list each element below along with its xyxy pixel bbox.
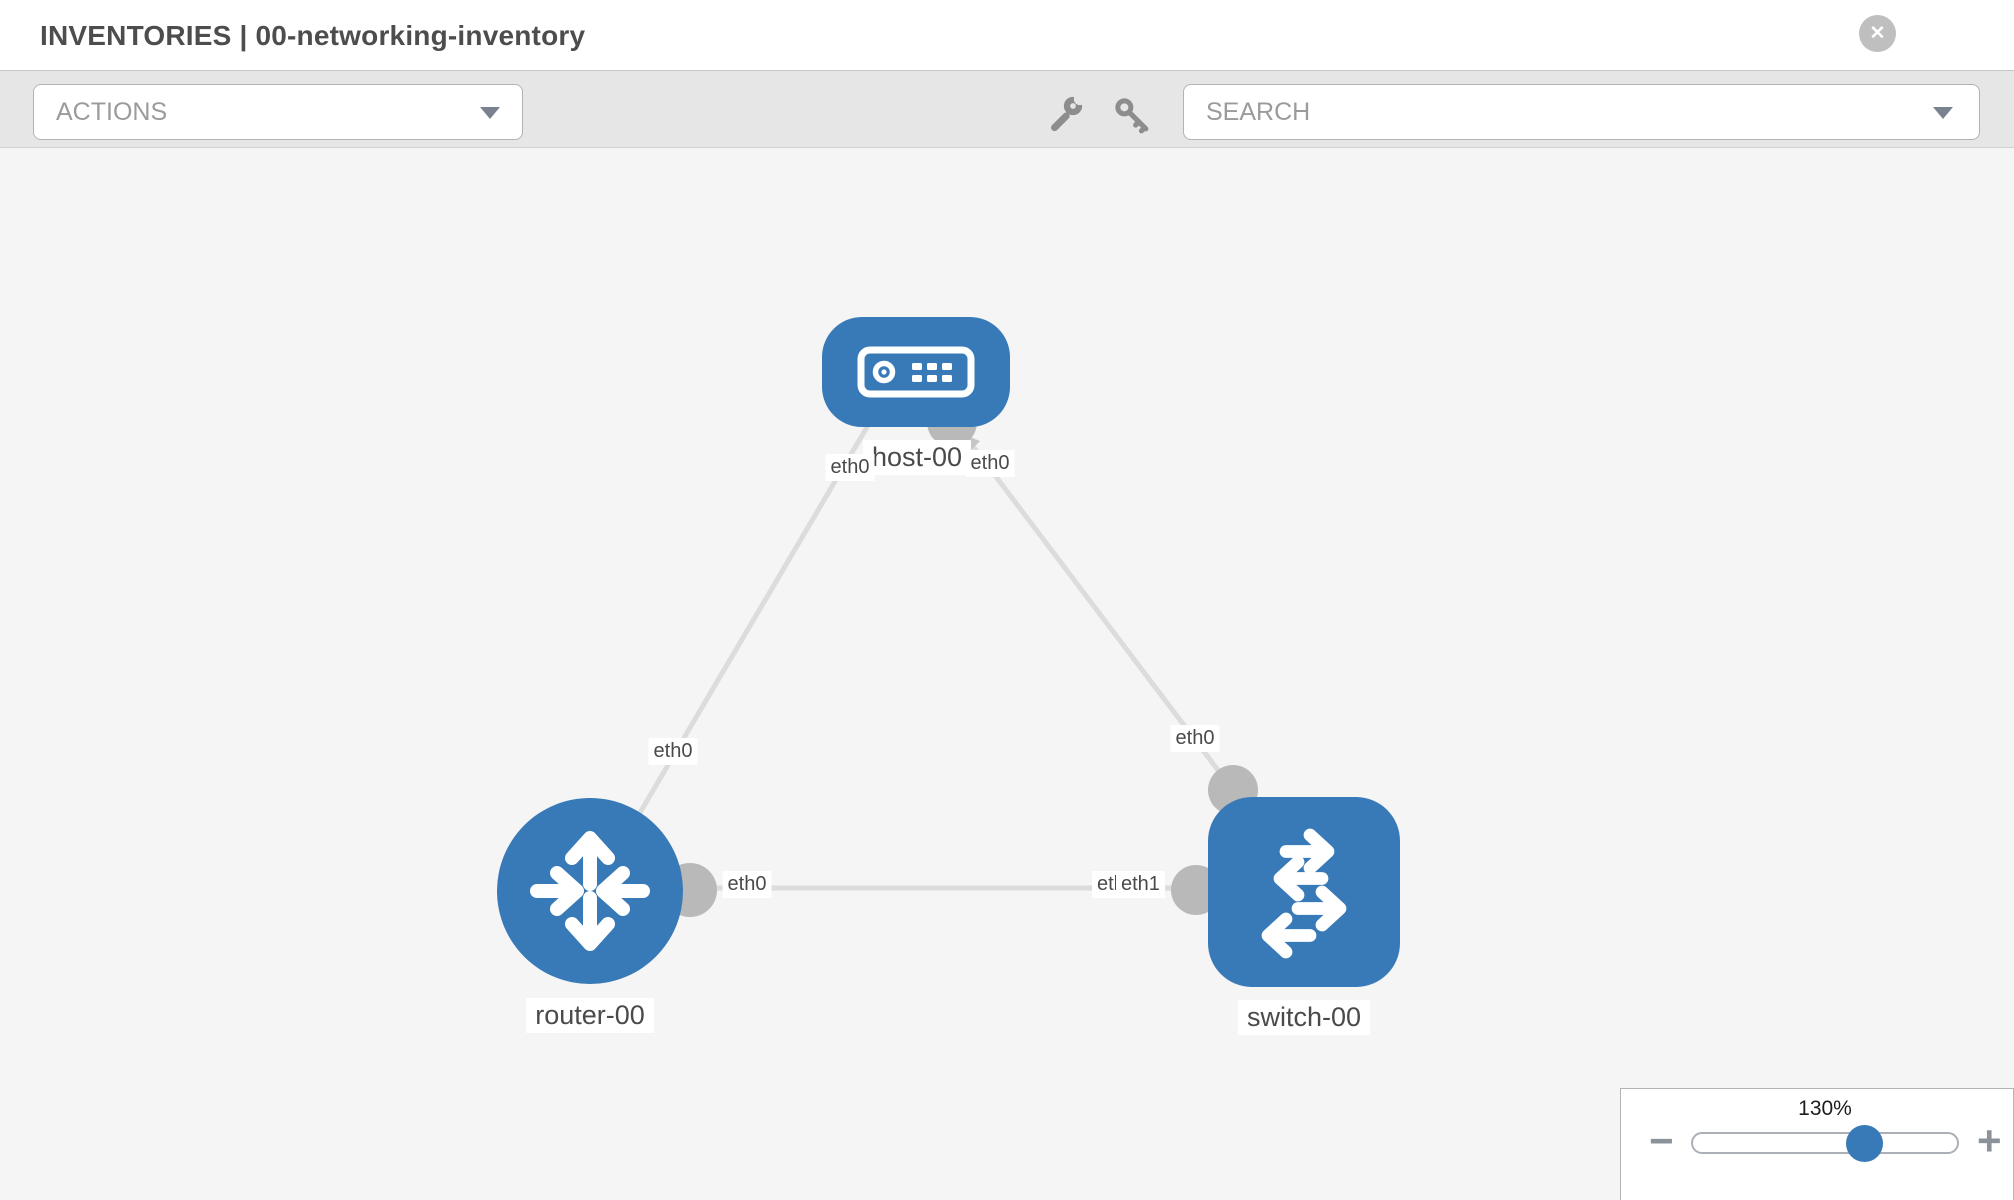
node-switch-00[interactable] [1208, 797, 1400, 987]
toolbar: ACTIONS SEARCH [0, 70, 2014, 148]
header: INVENTORIES | 00-networking-inventory ✕ [0, 0, 2014, 70]
topology-canvas[interactable]: host-00 router-00 switch-00 eth0 eth0 et… [0, 148, 2014, 1200]
zoom-level-value: 130% [1798, 1097, 1852, 1120]
node-router-00[interactable] [497, 798, 683, 984]
page-title: INVENTORIES | 00-networking-inventory [40, 20, 586, 51]
node-label-router: router-00 [526, 998, 654, 1033]
host-icon [857, 346, 975, 398]
zoom-control-panel: 130% − + [1620, 1088, 2014, 1200]
if-label-router-right: eth0 [722, 871, 772, 898]
actions-dropdown[interactable]: ACTIONS [33, 84, 523, 140]
topology-links [615, 403, 1250, 891]
zoom-in-icon[interactable]: + [1977, 1117, 2002, 1164]
search-dropdown[interactable]: SEARCH [1183, 84, 1980, 140]
zoom-slider-handle[interactable] [1846, 1125, 1883, 1162]
chevron-down-icon [480, 107, 500, 119]
if-label-host-left: eth0 [825, 454, 875, 481]
wrench-icon[interactable] [1045, 94, 1085, 134]
if-label-host-router-mid: eth0 [648, 738, 698, 765]
zoom-out-icon[interactable]: − [1649, 1117, 1674, 1164]
node-label-switch: switch-00 [1237, 1000, 1371, 1035]
zoom-slider[interactable] [1691, 1132, 1959, 1154]
key-icon[interactable] [1112, 95, 1152, 135]
router-icon [530, 831, 650, 951]
close-icon[interactable]: ✕ [1859, 15, 1896, 52]
if-label-switch-left-front: eth1 [1116, 871, 1165, 898]
if-label-host-right: eth0 [965, 450, 1015, 477]
search-dropdown-label: SEARCH [1206, 98, 1311, 126]
if-label-switch-top: eth0 [1170, 725, 1220, 752]
actions-dropdown-label: ACTIONS [56, 98, 168, 126]
chevron-down-icon [1933, 107, 1953, 119]
switch-icon [1261, 828, 1347, 959]
node-label-host: host-00 [862, 440, 972, 475]
node-host-00[interactable] [822, 317, 1010, 427]
